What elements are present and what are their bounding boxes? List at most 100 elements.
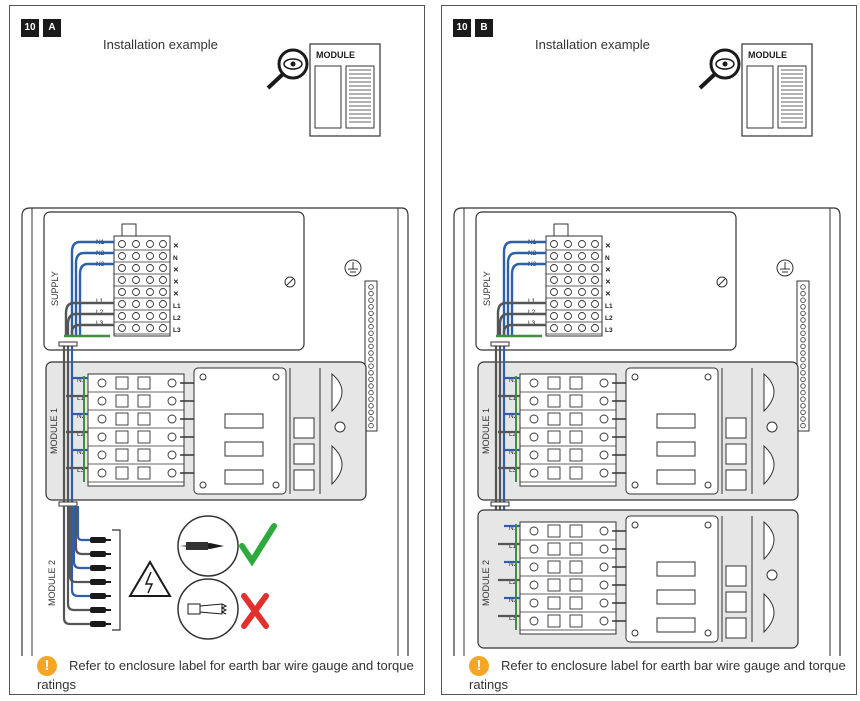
- enclosure: [453, 207, 841, 656]
- breaker-switch: [569, 542, 583, 556]
- breaker-switch: [137, 376, 151, 390]
- svg-text:✕: ✕: [173, 291, 179, 298]
- wire-ferrule: [90, 565, 106, 571]
- earth-bar-hole: [800, 403, 806, 409]
- earth-bar-hole: [368, 343, 374, 350]
- earth-bar-hole: [800, 317, 806, 323]
- terminal-screw: [118, 240, 126, 248]
- svg-text:L2: L2: [77, 431, 85, 438]
- terminal-screw: [564, 324, 572, 332]
- terminal-screw: [159, 300, 167, 308]
- breaker-screw: [97, 468, 107, 478]
- terminal-screw: [146, 300, 154, 308]
- module2-label: MODULE 2: [47, 560, 57, 606]
- svg-text:N2: N2: [509, 561, 518, 568]
- breaker-switch: [569, 560, 583, 574]
- svg-text:L1: L1: [173, 303, 181, 310]
- module-card-label: MODULE: [316, 50, 355, 60]
- breaker-switch: [547, 524, 561, 538]
- earth-bar-hole: [368, 317, 374, 323]
- breaker-switch: [115, 412, 129, 426]
- earth-bar-note: ! Refer to enclosure label for earth bar…: [37, 656, 416, 694]
- panel-a: 10 A Installation example MODULE SU: [9, 5, 425, 695]
- svg-text:L1: L1: [77, 395, 85, 402]
- terminal-screw: [118, 324, 126, 332]
- breaker-screw: [599, 378, 609, 388]
- terminal-block: [113, 223, 171, 337]
- breaker-labels-module1: N1 L1 N2 L2 N3 L3: [509, 377, 518, 474]
- terminal-screw: [591, 288, 599, 296]
- svg-text:✕: ✕: [173, 267, 179, 274]
- terminal-screw: [132, 324, 140, 332]
- breaker-switch: [569, 430, 583, 444]
- note-text: Refer to enclosure label for earth bar w…: [469, 658, 846, 692]
- terminal-screw: [132, 312, 140, 320]
- terminal-label-l1: L1: [96, 298, 104, 305]
- earth-bar-hole: [800, 297, 806, 303]
- earth-bar-hole: [368, 304, 374, 310]
- wire-ferrule: [90, 579, 106, 585]
- cross-icon: [241, 593, 269, 629]
- wire-ferrule: [90, 551, 106, 557]
- terminal-screw: [564, 276, 572, 284]
- earth-bar-hole: [368, 350, 374, 356]
- panel-title: Installation example: [535, 37, 650, 52]
- breaker-switch: [547, 596, 561, 610]
- terminal-screw: [550, 300, 558, 308]
- breaker-switch: [137, 448, 151, 462]
- magnifier-eye-icon: [698, 48, 741, 90]
- breaker-screw: [97, 450, 107, 460]
- breaker-switch: [115, 466, 129, 480]
- svg-text:L3: L3: [528, 320, 536, 327]
- breaker-switch: [569, 376, 583, 390]
- terminal-screw: [159, 252, 167, 260]
- earth-bar-hole: [800, 409, 806, 416]
- card-ruled-lines: [781, 69, 803, 123]
- terminal-screw: [591, 252, 599, 260]
- breaker-switch: [115, 430, 129, 444]
- module1-label: MODULE 1: [481, 408, 491, 454]
- earth-bar-hole: [368, 330, 374, 336]
- terminal-screw: [550, 276, 558, 284]
- breaker-screw: [97, 396, 107, 406]
- check-icon: [239, 523, 277, 567]
- breaker-screw: [97, 414, 107, 424]
- terminal-screw: [591, 276, 599, 284]
- breaker-screw: [529, 378, 539, 388]
- terminal-screw: [159, 240, 167, 248]
- earth-bar-hole: [800, 323, 806, 330]
- svg-text:L2: L2: [509, 431, 517, 438]
- breaker-switch: [569, 524, 583, 538]
- earth-bar-hole: [368, 422, 374, 429]
- svg-text:L1: L1: [509, 543, 517, 550]
- earth-bar-hole: [368, 389, 374, 396]
- earth-bar-hole: [800, 304, 806, 310]
- earth-bar-hole: [800, 383, 806, 389]
- svg-text:L1: L1: [509, 395, 517, 402]
- earth-icon: [776, 259, 794, 277]
- earth-bar-hole: [800, 337, 806, 343]
- breaker-switch: [547, 542, 561, 556]
- breaker-screw: [529, 544, 539, 554]
- terminal-screw: [159, 288, 167, 296]
- terminal-screw: [159, 276, 167, 284]
- earth-bar-hole: [368, 383, 374, 389]
- earth-bar-hole: [368, 416, 374, 422]
- svg-text:L2: L2: [528, 309, 536, 316]
- wiring-diagram-b: MODULE SUPPLY N1 N2 N3 L1 L2: [453, 43, 841, 656]
- terminal-screw: [159, 312, 167, 320]
- breaker-switch: [137, 430, 151, 444]
- svg-text:N: N: [605, 255, 610, 262]
- terminal-screw: [146, 240, 154, 248]
- earth-bar-hole: [368, 297, 374, 303]
- svg-text:L1: L1: [528, 298, 536, 305]
- earth-bar: [364, 280, 378, 432]
- terminal-screw: [132, 288, 140, 296]
- terminal-screw: [118, 300, 126, 308]
- svg-text:N3: N3: [77, 449, 86, 456]
- terminal-screw: [146, 324, 154, 332]
- warning-icon: !: [37, 656, 57, 676]
- svg-text:N1: N1: [77, 377, 86, 384]
- breaker-switch: [569, 614, 583, 628]
- terminal-screw: [591, 312, 599, 320]
